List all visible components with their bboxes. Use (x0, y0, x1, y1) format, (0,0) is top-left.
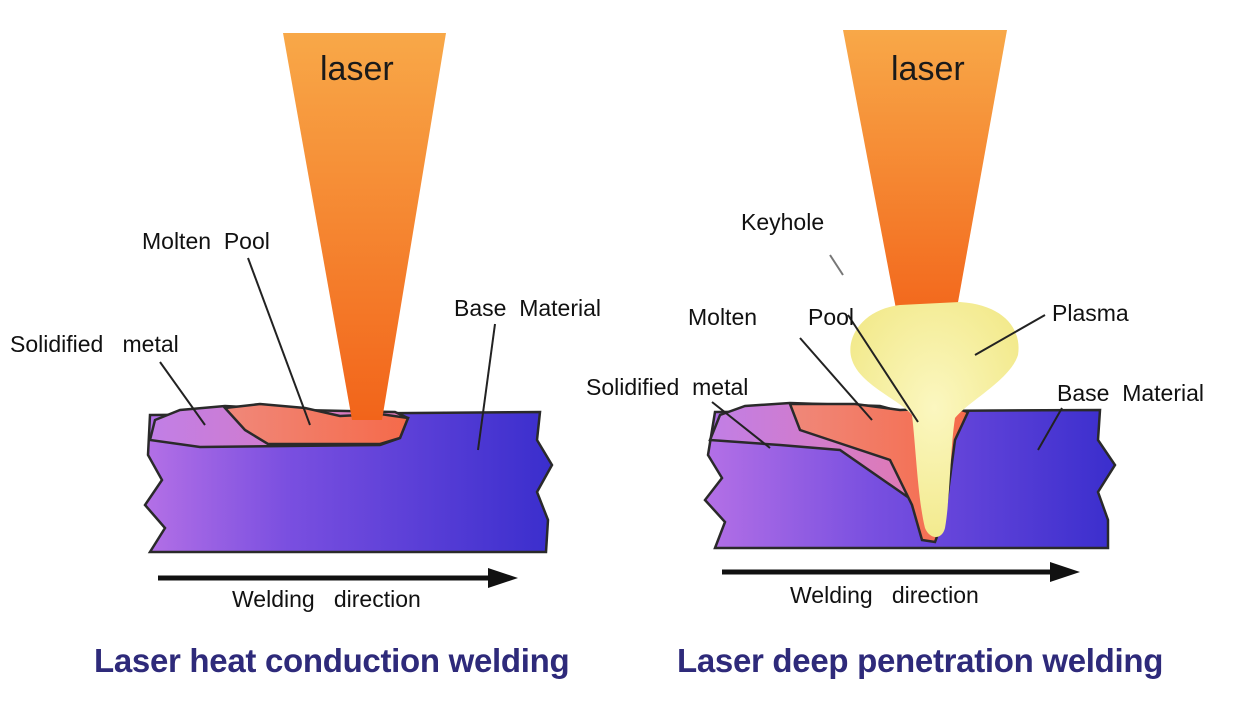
left-molten-pool (222, 402, 410, 446)
right-plasma (850, 302, 1019, 537)
right-plasma-leader (974, 314, 1046, 356)
left-direction-arrow-head (488, 568, 518, 588)
right-pool-label: Pool (808, 304, 855, 330)
right-pool-leader (847, 314, 919, 423)
left-laser-beam (283, 33, 446, 420)
right-caption: Laser deep penetration welding (677, 642, 1164, 679)
left-direction-label: Welding direction (232, 586, 421, 612)
right-solidified-leader (711, 401, 771, 449)
right-direction-arrow-head (1050, 562, 1080, 582)
left-solidified-leader (159, 361, 206, 426)
left-diagram (143, 33, 554, 588)
right-keyhole-leader (829, 254, 844, 276)
right-solidified-metal-label: Solidified metal (586, 374, 749, 400)
left-molten-pool-label: Molten Pool (142, 228, 270, 254)
right-direction-label: Welding direction (790, 582, 979, 608)
right-molten-leader (799, 337, 873, 421)
left-base-material-leader (477, 323, 496, 451)
left-base-material-label: Base Material (454, 295, 602, 321)
right-molten-label: Molten (688, 304, 758, 330)
left-laser-label: laser (320, 50, 394, 88)
right-keyhole-label: Keyhole (741, 209, 825, 235)
right-diagram (703, 30, 1117, 582)
right-laser-label: laser (891, 50, 965, 88)
right-base-material-label: Base Material (1057, 380, 1205, 406)
left-caption: Laser heat conduction welding (94, 642, 570, 679)
right-plasma-label: Plasma (1052, 300, 1129, 326)
right-base-material-leader (1037, 407, 1063, 451)
right-laser-beam (843, 30, 1007, 330)
left-solidified-metal-label: Solidified metal (10, 331, 179, 357)
left-molten-pool-leader (247, 257, 311, 426)
